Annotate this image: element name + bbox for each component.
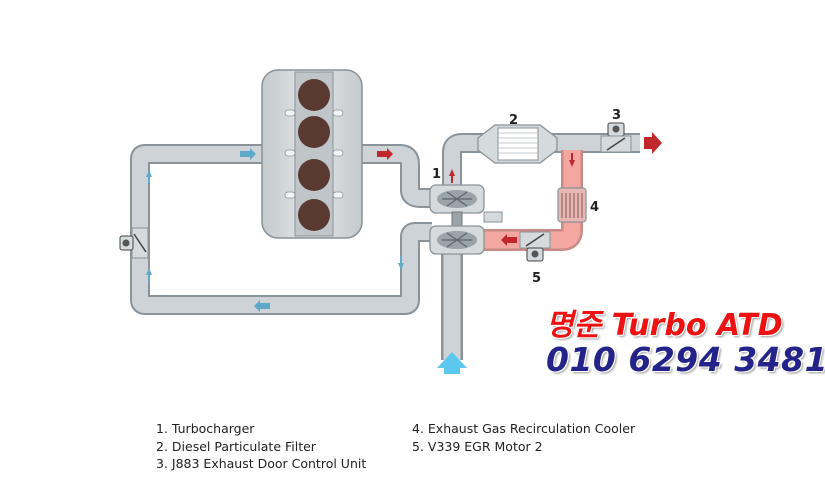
intake-throttle-valve (119, 227, 149, 259)
engine-block (261, 69, 363, 239)
egr-motor (519, 231, 551, 262)
legend-item: 3. J883 Exhaust Door Control Unit (156, 456, 367, 471)
exhaust-door-control-unit (600, 122, 632, 153)
legend-item: 1. Turbocharger (156, 421, 255, 436)
diesel-particulate-filter (477, 124, 558, 164)
cylinder (298, 79, 330, 111)
intake-flow-arrows (146, 148, 404, 312)
callout-3: 3 (612, 108, 621, 123)
cylinder (298, 199, 330, 231)
cylinder (298, 116, 330, 148)
exhaust-flow-arrows (377, 132, 662, 246)
turbocharger (429, 184, 503, 255)
brand-name: 명준 Turbo ATD (546, 308, 783, 343)
legend-right: 4. Exhaust Gas Recirculation Cooler 5. V… (412, 420, 635, 455)
callout-4: 4 (590, 200, 599, 215)
legend-item: 5. V339 EGR Motor 2 (412, 438, 543, 454)
legend-left: 1. Turbocharger 2. Diesel Particulate Fi… (156, 420, 366, 473)
legend-item: 2. Diesel Particulate Filter (156, 438, 316, 454)
brand-phone: 010 6294 3481 (546, 340, 825, 379)
fresh-air-inlet-arrow (437, 352, 467, 374)
callout-1: 1 (432, 167, 441, 182)
legend-item: 4. Exhaust Gas Recirculation Cooler (412, 421, 636, 436)
cylinder (298, 159, 330, 191)
callout-5: 5 (532, 271, 541, 286)
callout-2: 2 (509, 113, 518, 128)
egr-cooler (557, 187, 587, 223)
callout-numbers: 1 2 3 4 5 (432, 108, 621, 286)
